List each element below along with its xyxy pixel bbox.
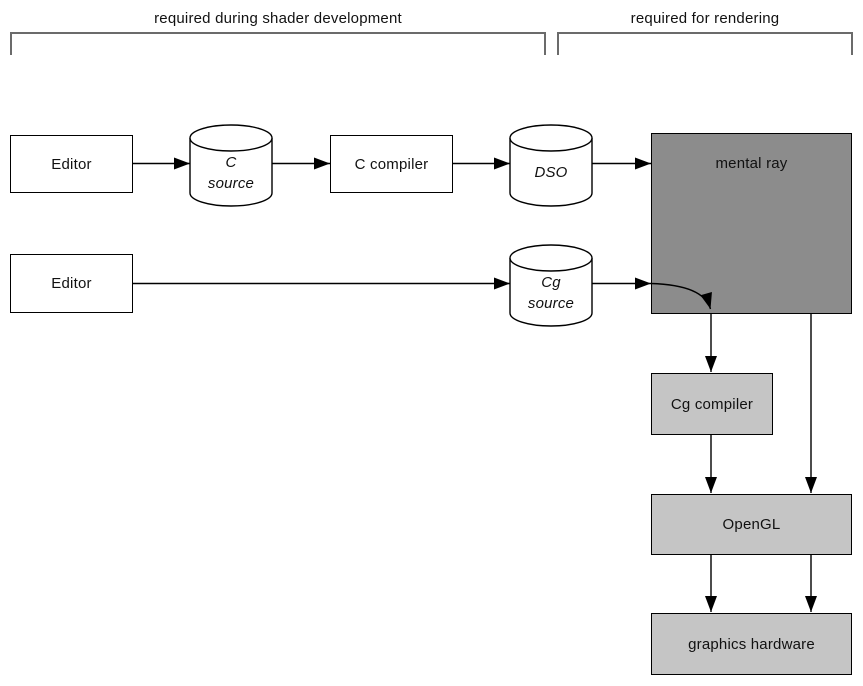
section-label-rendering: required for rendering bbox=[630, 10, 780, 27]
node-c-source-label: C source bbox=[190, 152, 272, 194]
bracket-development bbox=[10, 32, 546, 55]
node-editor-1-label: Editor bbox=[51, 155, 92, 173]
node-cg-compiler: Cg compiler bbox=[651, 373, 773, 435]
bracket-rendering bbox=[557, 32, 853, 55]
node-editor-1: Editor bbox=[10, 135, 133, 193]
node-dso-label: DSO bbox=[510, 162, 592, 183]
cg-source-line1: Cg bbox=[541, 274, 561, 291]
node-c-compiler-label: C compiler bbox=[354, 155, 429, 173]
node-editor-2-label: Editor bbox=[51, 275, 92, 292]
node-graphics-hardware-label: graphics hardware bbox=[688, 635, 815, 653]
c-source-line1: C bbox=[225, 154, 237, 171]
node-mental-ray: mental ray bbox=[651, 133, 852, 314]
node-graphics-hardware: graphics hardware bbox=[651, 613, 852, 675]
node-cg-source-label: Cg source bbox=[510, 272, 592, 314]
node-opengl-label: OpenGL bbox=[722, 516, 781, 533]
node-cg-compiler-label: Cg compiler bbox=[670, 395, 754, 413]
node-mental-ray-label: mental ray bbox=[715, 155, 788, 172]
node-c-compiler: C compiler bbox=[330, 135, 453, 193]
c-source-line2: source bbox=[207, 175, 255, 192]
node-opengl: OpenGL bbox=[651, 494, 852, 555]
dso-line1: DSO bbox=[534, 164, 568, 181]
node-editor-2: Editor bbox=[10, 254, 133, 313]
cg-source-line2: source bbox=[527, 295, 575, 312]
section-label-development: required during shader development bbox=[154, 10, 402, 27]
